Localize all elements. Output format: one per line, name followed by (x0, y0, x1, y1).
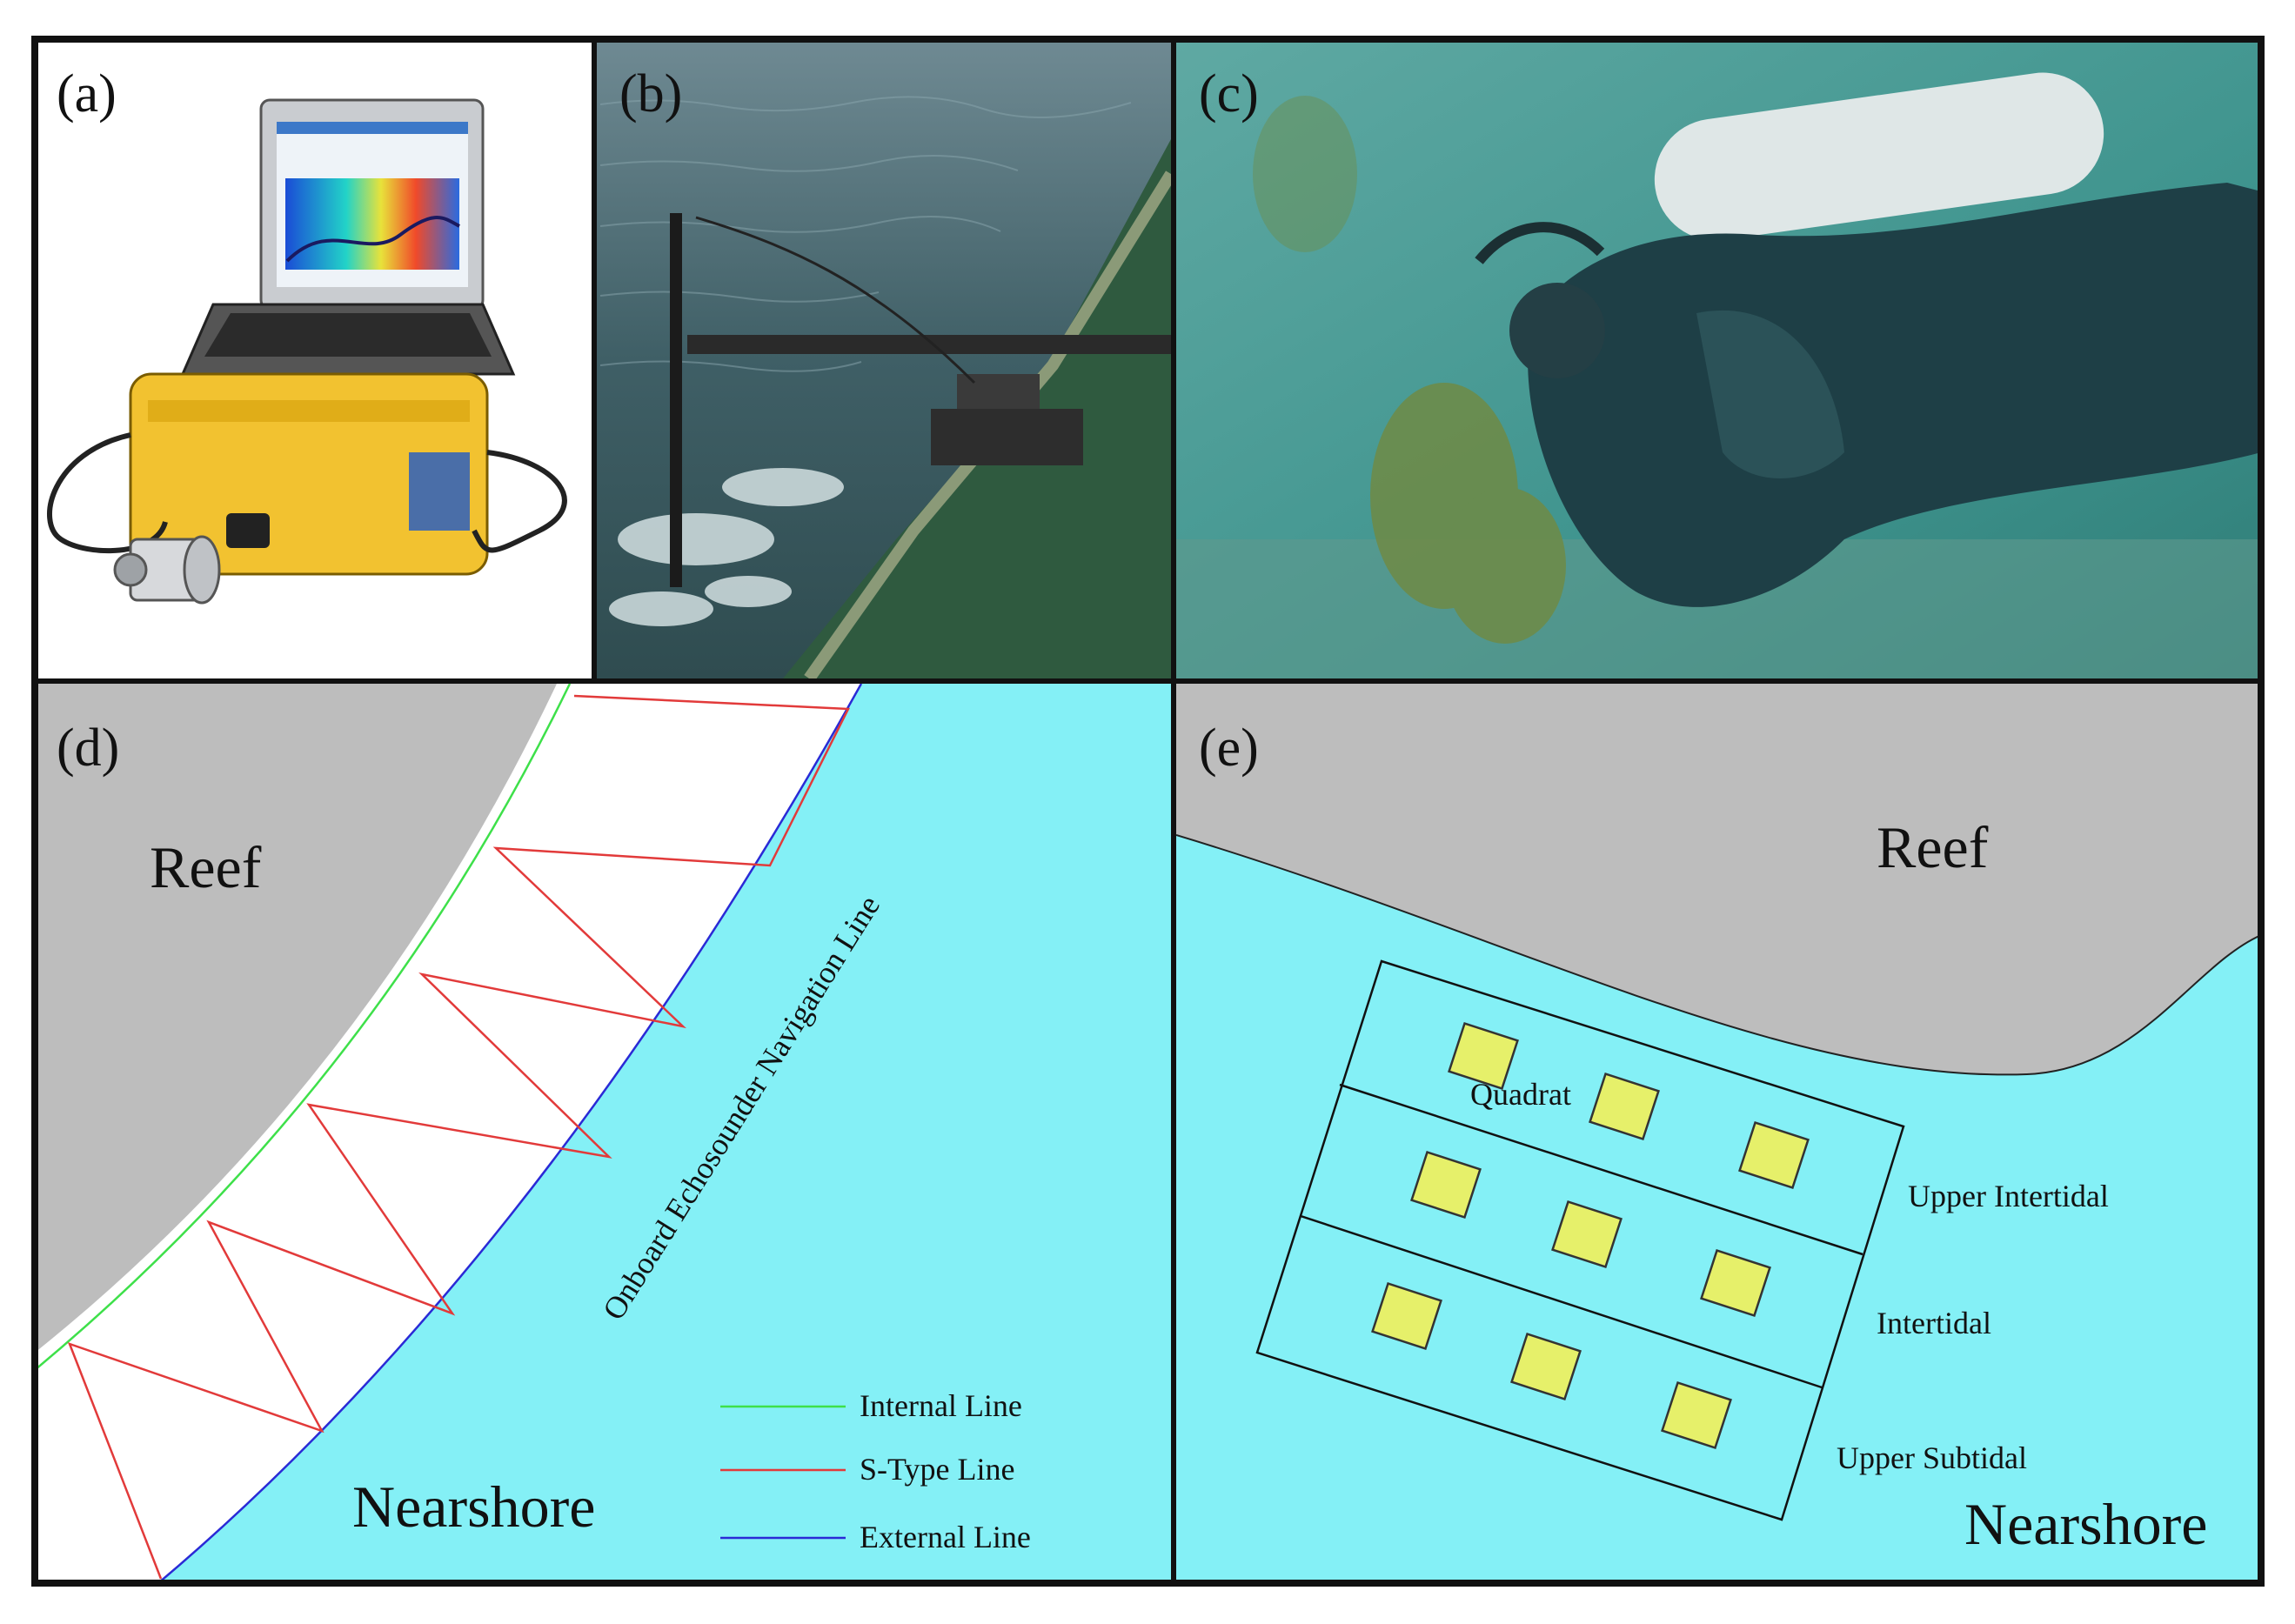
scuba-tank (1654, 72, 2104, 241)
foam (609, 468, 844, 626)
shoreline (1176, 834, 2261, 1076)
seaweed (1253, 96, 1566, 644)
zone-divider-1 (1339, 1083, 1863, 1256)
legend-label-s-type: S-Type Line (860, 1452, 1014, 1487)
quadrat (1589, 1072, 1660, 1141)
diver-head (1509, 283, 1605, 378)
nearshore-water-area (158, 684, 1171, 1583)
quadrat (1551, 1200, 1623, 1269)
boat-hull (783, 139, 1171, 678)
zone-label-upper-subtidal: Upper Subtidal (1837, 1440, 2027, 1475)
quadrat-label: Quadrat (1470, 1077, 1571, 1112)
panel-c-label: (c) (1199, 64, 1259, 124)
panel-b: (b) (597, 39, 1171, 678)
reef-area (35, 684, 557, 1353)
panel-b-label: (b) (619, 64, 682, 124)
mount-arm (687, 335, 1171, 354)
panel-borders (31, 36, 2265, 1587)
quadrat (1371, 1281, 1442, 1351)
legend-label-external: External Line (860, 1520, 1031, 1554)
panel-d-nearshore-label: Nearshore (352, 1474, 595, 1540)
zone-outline (1255, 959, 1905, 1521)
external-line (157, 684, 863, 1583)
zone-divider-2 (1300, 1214, 1823, 1389)
legend-label-internal: Internal Line (860, 1388, 1022, 1423)
quadrat (1738, 1120, 1810, 1190)
panel-e-label: (e) (1199, 718, 1259, 778)
transducer-pole (670, 213, 682, 587)
panel-c: (c) (1176, 39, 2261, 678)
diver (1475, 72, 2261, 607)
quadrat (1700, 1248, 1771, 1318)
s-type-line (67, 694, 850, 1580)
panel-d: Reef Nearshore Onboard Echosounder Navig… (35, 684, 1171, 1583)
panel-e: Quadrat Upper Intertidal Intertidal Uppe… (1176, 684, 2261, 1583)
panel-a-label: (a) (57, 64, 117, 124)
panel-d-label: (d) (57, 718, 119, 778)
panel-a: (a) (35, 39, 592, 678)
quadrat (1448, 1021, 1519, 1091)
quadrat (1510, 1332, 1582, 1401)
zone-label-upper-intertidal: Upper Intertidal (1908, 1179, 2109, 1213)
outer-frame (31, 36, 2265, 1587)
panel-e-reef-label: Reef (1877, 814, 1989, 880)
zone-label-intertidal: Intertidal (1877, 1306, 1991, 1340)
quadrats (1371, 1021, 1810, 1450)
transect-zones (1255, 959, 1905, 1521)
panel-e-nearshore-label: Nearshore (1964, 1491, 2207, 1557)
legend: Internal Line S-Type Line External Line (720, 1388, 1031, 1554)
internal-line (35, 684, 572, 1371)
diver-body (1528, 183, 2261, 607)
echosounder-device-photo (47, 98, 567, 605)
reef-area-e (1176, 684, 2261, 1075)
quadrat (1410, 1150, 1482, 1220)
panel-d-reef-label: Reef (150, 834, 262, 900)
quadrat (1661, 1380, 1732, 1450)
